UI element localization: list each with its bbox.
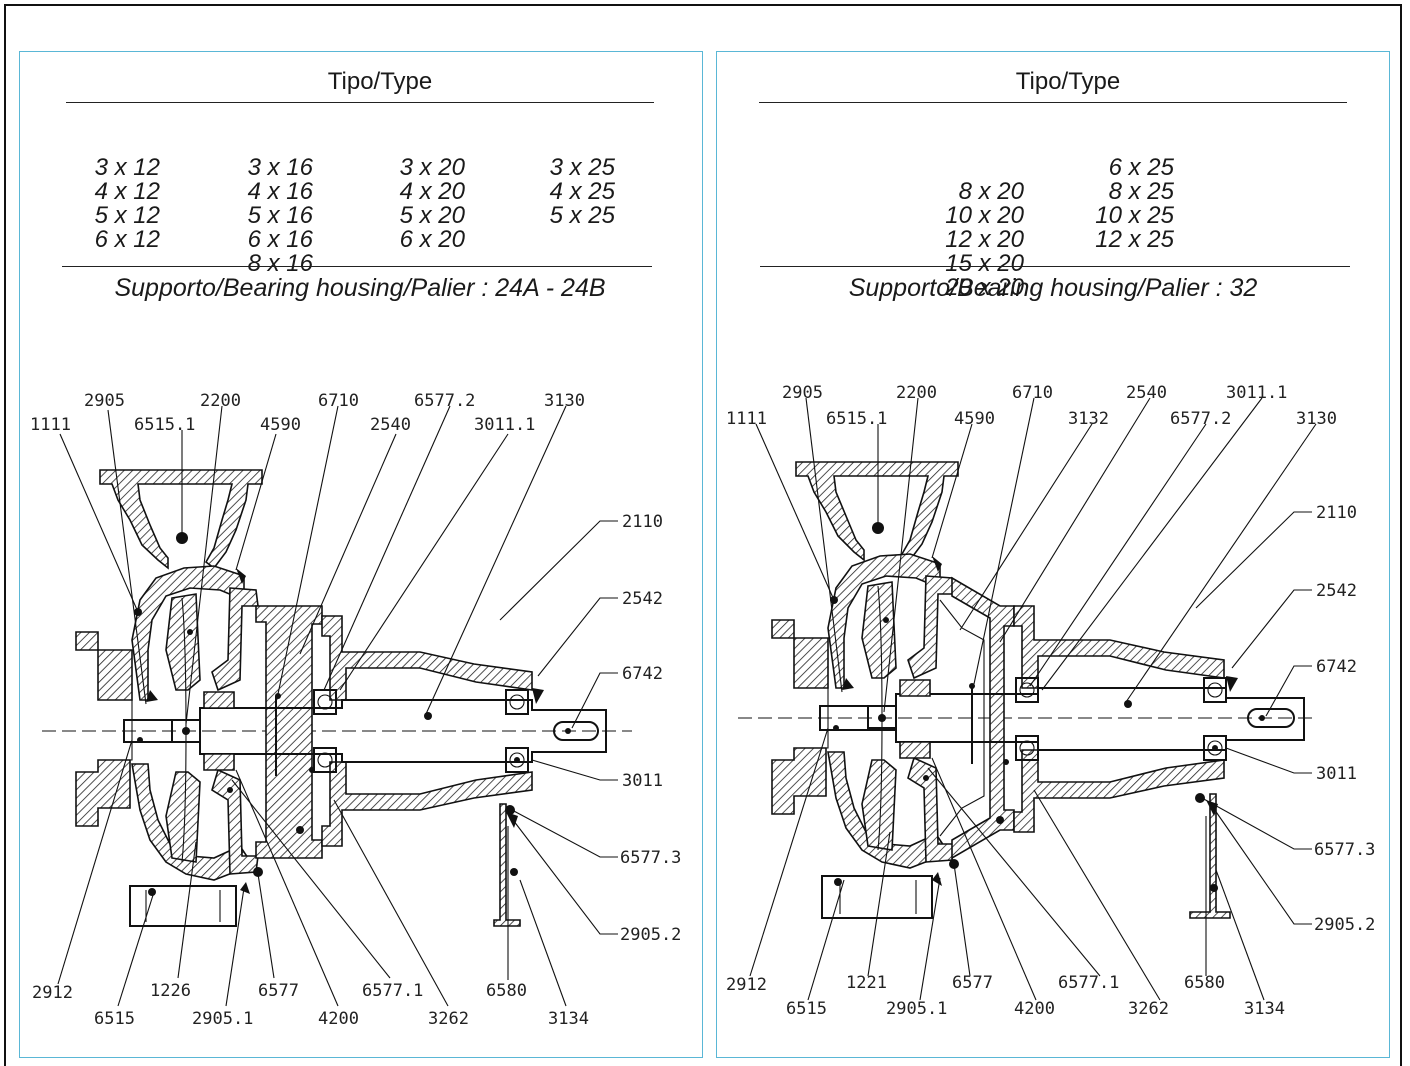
right-label-6580: 6580 bbox=[1184, 973, 1225, 993]
left-label-6580: 6580 bbox=[486, 981, 527, 1001]
right-support-rule bbox=[760, 266, 1350, 267]
right-label-2912: 2912 bbox=[726, 975, 767, 995]
right-label-3262: 3262 bbox=[1128, 999, 1169, 1019]
left-pump-drawing: 1111 2905 6515.1 2200 4590 6710 2540 657… bbox=[30, 391, 681, 1029]
right-panel bbox=[716, 51, 1390, 1058]
right-type-title: Tipo/Type bbox=[1015, 68, 1121, 95]
left-label-2110: 2110 bbox=[622, 512, 663, 532]
left-label-3262: 3262 bbox=[428, 1009, 469, 1029]
right-label-4200: 4200 bbox=[1014, 999, 1055, 1019]
left-label-2905: 2905 bbox=[84, 391, 125, 411]
right-label-2905-1: 2905.1 bbox=[886, 999, 947, 1019]
left-label-1226: 1226 bbox=[150, 981, 191, 1001]
right-label-6515-1: 6515.1 bbox=[826, 409, 887, 429]
left-label-2905-1: 2905.1 bbox=[192, 1009, 253, 1029]
right-label-2540: 2540 bbox=[1126, 383, 1167, 403]
left-label-6710: 6710 bbox=[318, 391, 359, 411]
right-label-1111: 1111 bbox=[726, 409, 767, 429]
left-label-6742: 6742 bbox=[622, 664, 663, 684]
right-label-6515: 6515 bbox=[786, 999, 827, 1019]
left-type-title: Tipo/Type bbox=[327, 68, 433, 95]
right-label-6710: 6710 bbox=[1012, 383, 1053, 403]
left-label-6515: 6515 bbox=[94, 1009, 135, 1029]
right-label-6742: 6742 bbox=[1316, 657, 1357, 677]
left-label-3130: 3130 bbox=[544, 391, 585, 411]
left-label-1111: 1111 bbox=[30, 415, 71, 435]
right-label-6577-3: 6577.3 bbox=[1314, 840, 1375, 860]
left-support-rule bbox=[62, 266, 652, 267]
right-label-1221: 1221 bbox=[846, 973, 887, 993]
right-pump-drawing: 1111 2905 6515.1 2200 4590 6710 3132 254… bbox=[726, 383, 1375, 1019]
left-label-3134: 3134 bbox=[548, 1009, 589, 1029]
right-label-3132: 3132 bbox=[1068, 409, 1109, 429]
right-label-4590: 4590 bbox=[954, 409, 995, 429]
left-title-rule bbox=[66, 102, 654, 103]
left-label-6577-2: 6577.2 bbox=[414, 391, 475, 411]
right-label-2905-2: 2905.2 bbox=[1314, 915, 1375, 935]
right-label-3130: 3130 bbox=[1296, 409, 1337, 429]
right-support-caption: Supporto/Bearing housing/Palier : 32 bbox=[848, 274, 1258, 302]
right-label-6577-1: 6577.1 bbox=[1058, 973, 1119, 993]
left-label-2912: 2912 bbox=[32, 983, 73, 1003]
right-label-3011-1: 3011.1 bbox=[1226, 383, 1287, 403]
left-label-4200: 4200 bbox=[318, 1009, 359, 1029]
right-label-2905: 2905 bbox=[782, 383, 823, 403]
right-label-3011: 3011 bbox=[1316, 764, 1357, 784]
right-label-6577-2: 6577.2 bbox=[1170, 409, 1231, 429]
left-panel bbox=[19, 51, 703, 1058]
right-label-2200: 2200 bbox=[896, 383, 937, 403]
left-label-6577: 6577 bbox=[258, 981, 299, 1001]
left-label-4590: 4590 bbox=[260, 415, 301, 435]
right-label-6577: 6577 bbox=[952, 973, 993, 993]
left-label-6577-1: 6577.1 bbox=[362, 981, 423, 1001]
left-label-3011-1: 3011.1 bbox=[474, 415, 535, 435]
left-label-6515-1: 6515.1 bbox=[134, 415, 195, 435]
page-frame bbox=[4, 4, 1402, 1066]
right-label-2542: 2542 bbox=[1316, 581, 1357, 601]
left-label-2540: 2540 bbox=[370, 415, 411, 435]
left-label-3011: 3011 bbox=[622, 771, 663, 791]
left-label-6577-3: 6577.3 bbox=[620, 848, 681, 868]
left-label-2200: 2200 bbox=[200, 391, 241, 411]
right-label-2110: 2110 bbox=[1316, 503, 1357, 523]
right-title-rule bbox=[759, 102, 1347, 103]
left-label-2905-2: 2905.2 bbox=[620, 925, 681, 945]
left-support-caption: Supporto/Bearing housing/Palier : 24A - … bbox=[114, 274, 606, 302]
left-label-2542: 2542 bbox=[622, 589, 663, 609]
right-label-3134: 3134 bbox=[1244, 999, 1285, 1019]
